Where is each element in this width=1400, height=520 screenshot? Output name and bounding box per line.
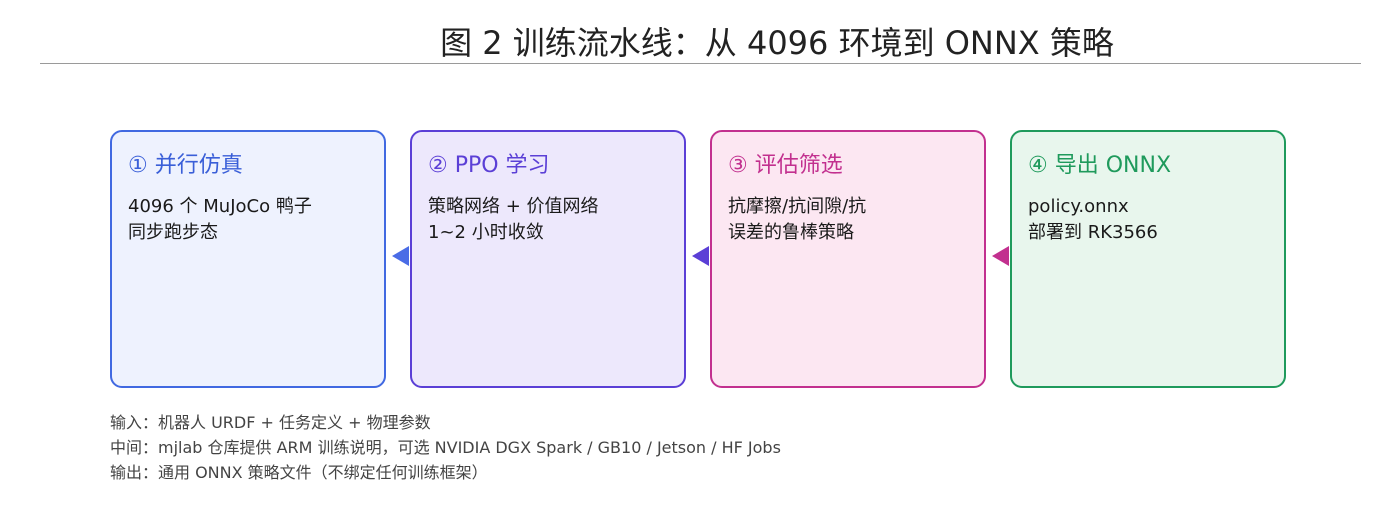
stage-description: 4096 个 MuJoCo 鸭子 同步跑步态 [128,194,384,246]
stage-ppo-learning: ② PPO 学习 策略网络 + 价值网络 1~2 小时收敛 [410,130,686,388]
flow-arrow-left-icon [992,246,1009,266]
stage-title: ② PPO 学习 [428,153,550,178]
note-output: 输出：通用 ONNX 策略文件（不绑定任何训练框架） [110,463,488,482]
pipeline-notes: 输入：机器人 URDF + 任务定义 + 物理参数 中间：mjlab 仓库提供 … [110,410,781,485]
stage-description-line: 抗摩擦/抗间隙/抗 [728,196,867,217]
stage-description-line: 策略网络 + 价值网络 [428,196,599,217]
stage-description: 策略网络 + 价值网络 1~2 小时收敛 [428,194,684,246]
title-divider [40,63,1361,64]
flow-arrow-left-icon [692,246,709,266]
stage-description-line: 同步跑步态 [128,222,218,243]
stage-description: policy.onnx 部署到 RK3566 [1028,194,1284,246]
stage-description-line: 误差的鲁棒策略 [728,222,854,243]
stage-description-line: policy.onnx [1028,196,1129,217]
note-middle: 中间：mjlab 仓库提供 ARM 训练说明，可选 NVIDIA DGX Spa… [110,438,781,457]
stage-parallel-simulation: ① 并行仿真 4096 个 MuJoCo 鸭子 同步跑步态 [110,130,386,388]
stage-description-line: 4096 个 MuJoCo 鸭子 [128,196,312,217]
stage-title: ③ 评估筛选 [728,153,843,178]
flow-arrow-left-icon [392,246,409,266]
stage-export-onnx: ④ 导出 ONNX policy.onnx 部署到 RK3566 [1010,130,1286,388]
figure-title: 图 2 训练流水线：从 4096 环境到 ONNX 策略 [440,24,1114,62]
stage-title: ① 并行仿真 [128,153,243,178]
stage-title: ④ 导出 ONNX [1028,153,1172,178]
stage-evaluation: ③ 评估筛选 抗摩擦/抗间隙/抗 误差的鲁棒策略 [710,130,986,388]
stage-description-line: 部署到 RK3566 [1028,222,1158,243]
stage-description: 抗摩擦/抗间隙/抗 误差的鲁棒策略 [728,194,984,246]
stage-description-line: 1~2 小时收敛 [428,222,544,243]
note-input: 输入：机器人 URDF + 任务定义 + 物理参数 [110,413,431,432]
